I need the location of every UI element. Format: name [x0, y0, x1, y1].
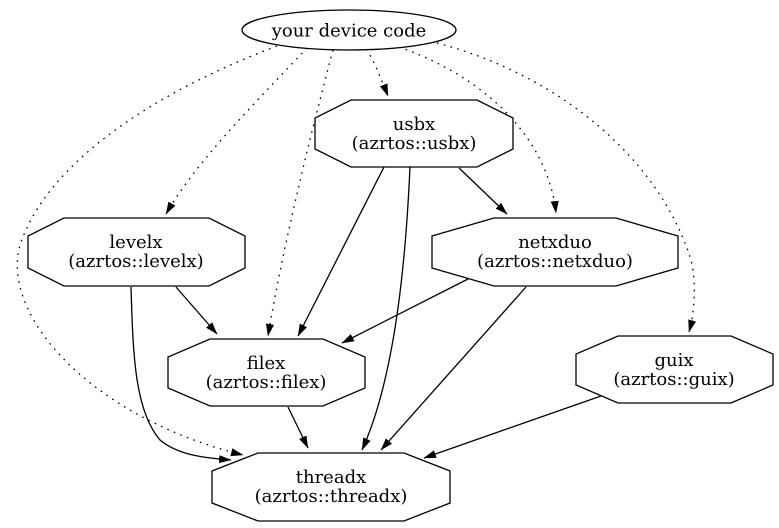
netxduo-octagon — [431, 217, 679, 287]
edge-guix-threadx — [423, 395, 602, 459]
edge-device-filex — [265, 49, 334, 337]
device-label: your device code — [271, 21, 427, 42]
threadx-label: threadx — [296, 467, 367, 488]
node-filex: filex (azrtos::filex) — [167, 338, 366, 407]
edge-device-usbx — [366, 48, 389, 97]
edge-device-levelx — [165, 47, 308, 215]
node-threadx: threadx (azrtos::threadx) — [211, 452, 451, 522]
netxduo-label: netxduo — [518, 232, 592, 253]
edge-levelx-filex — [175, 286, 218, 335]
edge-filex-threadx — [287, 406, 309, 449]
usbx-sublabel: (azrtos::usbx) — [352, 133, 477, 154]
usbx-label: usbx — [393, 114, 436, 135]
edge-netxduo-filex — [341, 278, 469, 344]
filex-sublabel: (azrtos::filex) — [206, 372, 327, 393]
node-usbx: usbx (azrtos::usbx) — [314, 99, 514, 168]
filex-label: filex — [247, 353, 286, 374]
edge-device-guix — [436, 42, 697, 333]
edge-usbx-threadx — [361, 166, 411, 451]
node-netxduo: netxduo (azrtos::netxduo) — [431, 217, 679, 287]
device-ellipse — [241, 9, 457, 51]
threadx-sublabel: (azrtos::threadx) — [255, 486, 408, 507]
guix-sublabel: (azrtos::guix) — [613, 369, 734, 390]
threadx-octagon — [211, 452, 451, 522]
filex-octagon — [167, 338, 366, 407]
usbx-octagon — [314, 99, 514, 168]
levelx-sublabel: (azrtos::levelx) — [68, 251, 203, 272]
node-guix: guix (azrtos::guix) — [575, 335, 774, 404]
levelx-label: levelx — [109, 232, 162, 253]
edge-usbx-filex — [297, 166, 385, 337]
netxduo-sublabel: (azrtos::netxduo) — [477, 251, 633, 272]
levelx-octagon — [27, 217, 246, 287]
guix-label: guix — [654, 350, 693, 371]
guix-octagon — [575, 335, 774, 404]
edge-usbx-netxduo — [458, 167, 508, 215]
node-levelx: levelx (azrtos::levelx) — [27, 217, 246, 287]
edge-levelx-threadx — [130, 286, 232, 464]
edges — [16, 42, 697, 464]
edge-netxduo-threadx — [380, 286, 527, 451]
node-device: your device code — [241, 9, 457, 51]
